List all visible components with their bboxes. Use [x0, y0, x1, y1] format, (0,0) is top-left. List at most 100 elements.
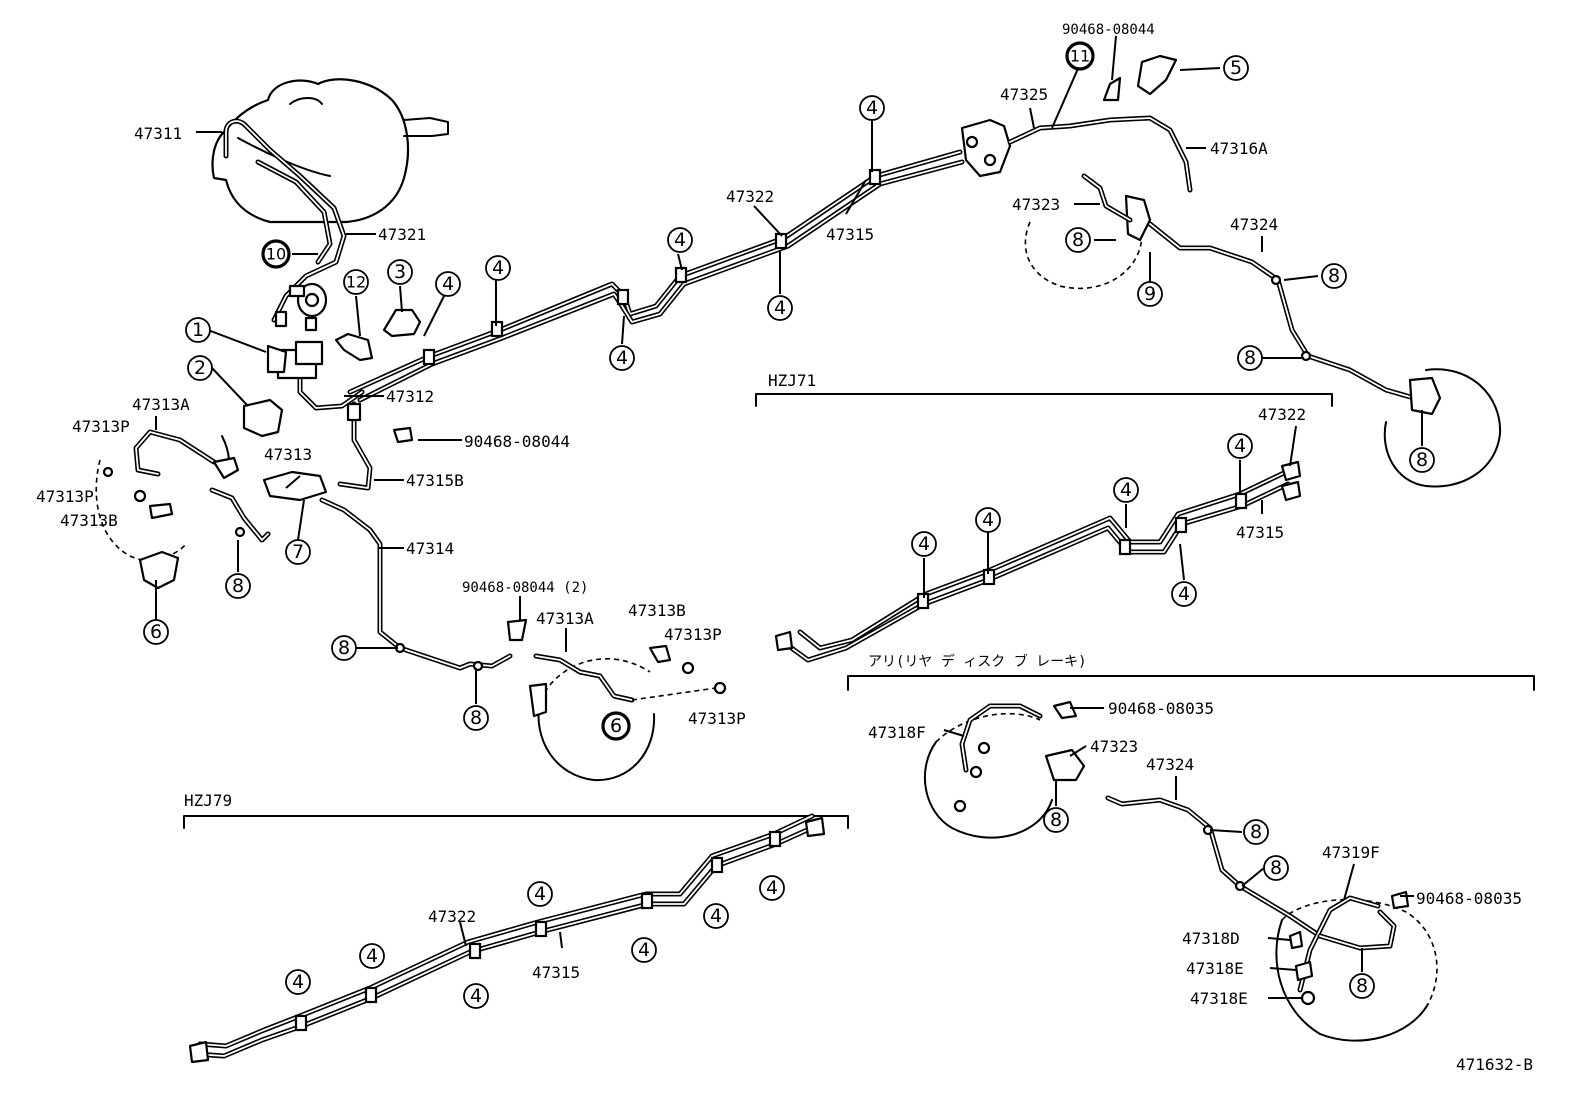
callout-4-o: 4	[527, 881, 553, 907]
callout-4-e: 4	[767, 295, 793, 321]
callout-10: 10	[261, 239, 291, 269]
callout-1: 1	[185, 317, 211, 343]
front-left-brake	[95, 429, 271, 590]
label-47322-c: 47322	[428, 907, 476, 926]
callout-6-b: 6	[601, 711, 631, 741]
label-47313B-b: 47313B	[628, 601, 686, 620]
label-47313P-b: 47313P	[36, 487, 94, 506]
svg-text:8: 8	[1328, 265, 1340, 287]
bracket-2	[242, 398, 284, 438]
svg-text:11: 11	[1070, 47, 1090, 66]
svg-text:4: 4	[366, 945, 378, 967]
svg-text:8: 8	[1270, 857, 1282, 879]
svg-text:10: 10	[266, 245, 286, 264]
label-90468-08035-b: 90468-08035	[1416, 889, 1522, 908]
callout-4-f: 4	[859, 95, 885, 121]
svg-text:4: 4	[442, 273, 454, 295]
callout-8-g: 8	[463, 705, 489, 731]
label-47319F: 47319F	[1322, 843, 1380, 862]
label-47313A: 47313A	[132, 395, 190, 414]
svg-text:8: 8	[1072, 229, 1084, 251]
callout-4-g: 4	[911, 531, 937, 557]
callout-11: 11	[1065, 41, 1095, 71]
label-47315B: 47315B	[406, 471, 464, 490]
callout-9: 9	[1137, 281, 1163, 307]
label-47324: 47324	[1230, 215, 1278, 234]
callout-12: 12	[343, 269, 369, 295]
label-47313P-c: 47313P	[664, 625, 722, 644]
callout-6-a: 6	[143, 619, 169, 645]
callout-2: 2	[187, 355, 213, 381]
callout-8-h: 8	[1043, 807, 1069, 833]
svg-text:8: 8	[1356, 975, 1368, 997]
svg-text:6: 6	[150, 621, 162, 643]
bracket-12	[334, 332, 374, 362]
label-47314: 47314	[406, 539, 454, 558]
svg-text:4: 4	[470, 985, 482, 1007]
label-47325: 47325	[1000, 85, 1048, 104]
svg-text:8: 8	[1244, 347, 1256, 369]
callout-8-a: 8	[1065, 227, 1091, 253]
svg-text:4: 4	[866, 97, 878, 119]
label-47313: 47313	[264, 445, 312, 464]
hzj79-section	[183, 813, 849, 1064]
svg-text:5: 5	[1230, 57, 1242, 79]
label-47318E-b: 47318E	[1190, 989, 1248, 1008]
svg-text:3: 3	[394, 261, 406, 283]
callout-4-r: 4	[759, 875, 785, 901]
callout-4-p: 4	[631, 937, 657, 963]
callout-8-f: 8	[331, 635, 357, 661]
callout-4-n: 4	[463, 983, 489, 1009]
label-47321: 47321	[378, 225, 426, 244]
svg-text:4: 4	[492, 257, 504, 279]
label-47313P-d: 47313P	[688, 709, 746, 728]
bracket-3	[382, 308, 422, 338]
svg-text:8: 8	[1416, 449, 1428, 471]
label-47311: 47311	[134, 124, 182, 143]
label-90468-08035-a: 90468-08035	[1108, 699, 1214, 718]
leader-lines	[155, 35, 1423, 999]
callout-4-q: 4	[703, 903, 729, 929]
hzj71-section	[755, 393, 1333, 663]
svg-text:4: 4	[1178, 583, 1190, 605]
proportioning-valve	[266, 282, 328, 380]
label-47318D: 47318D	[1182, 929, 1240, 948]
rear-disc-section	[847, 675, 1535, 1042]
callout-4-c: 4	[609, 345, 635, 371]
svg-text:4: 4	[710, 905, 722, 927]
svg-text:8: 8	[232, 575, 244, 597]
label-47313A-b: 47313A	[536, 609, 594, 628]
callout-8-c: 8	[1237, 345, 1263, 371]
svg-text:4: 4	[616, 347, 628, 369]
label-47323-b: 47323	[1090, 737, 1138, 756]
svg-text:6: 6	[610, 715, 622, 737]
svg-text:8: 8	[470, 707, 482, 729]
svg-text:7: 7	[292, 541, 304, 563]
part-number-labels: 47311 47321 47312 47313A 47313P 47313P 4…	[36, 22, 1533, 1074]
svg-text:12: 12	[346, 273, 366, 292]
callout-4-k: 4	[1171, 581, 1197, 607]
callout-5: 5	[1223, 55, 1249, 81]
callout-4-d: 4	[667, 227, 693, 253]
svg-text:4: 4	[638, 939, 650, 961]
svg-text:8: 8	[338, 637, 350, 659]
callout-8-b: 8	[1321, 263, 1347, 289]
svg-text:4: 4	[982, 509, 994, 531]
label-47318F: 47318F	[868, 723, 926, 742]
callout-3: 3	[387, 259, 413, 285]
front-right-pipes	[262, 401, 513, 672]
label-47313P-a: 47313P	[72, 417, 130, 436]
svg-text:4: 4	[674, 229, 686, 251]
main-pipe-upper	[347, 149, 965, 403]
callout-8-e: 8	[225, 573, 251, 599]
label-90468-08044-a: 90468-08044	[464, 432, 570, 451]
svg-text:2: 2	[194, 357, 206, 379]
brake-booster	[211, 78, 449, 224]
rear-valve-assembly	[960, 54, 1502, 488]
label-47315: 47315	[826, 225, 874, 244]
svg-text:8: 8	[1050, 809, 1062, 831]
figure-code: 471632-B	[1456, 1055, 1533, 1074]
label-47322-b: 47322	[1258, 405, 1306, 424]
